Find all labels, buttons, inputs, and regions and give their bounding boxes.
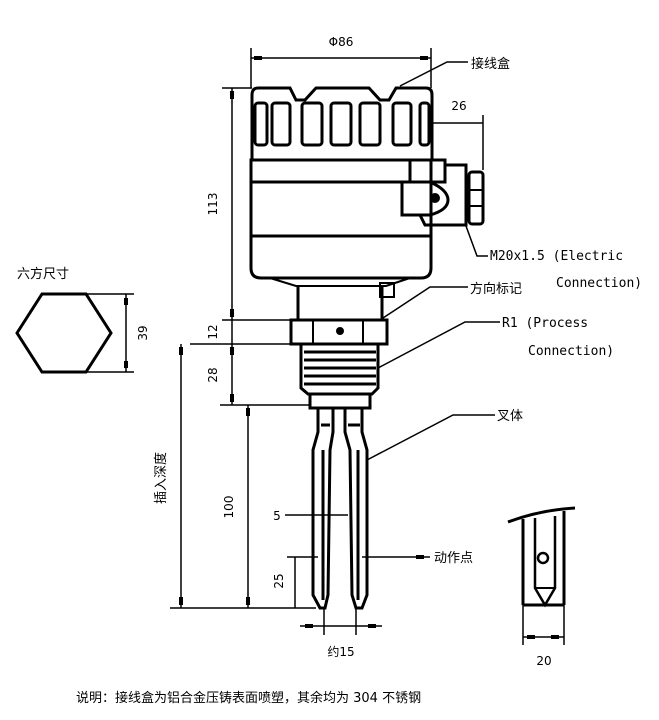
label-direction-mark: 方向标记 xyxy=(470,281,522,297)
label-electric-connection-line2: Connection) xyxy=(556,276,642,291)
cable-gland xyxy=(400,158,485,227)
neck xyxy=(296,282,395,320)
dim-diameter: Φ86 xyxy=(329,35,354,49)
label-junction-box: 接线盒 xyxy=(471,56,510,72)
hex-nut xyxy=(289,318,389,346)
material-note: 说明：接线盒为铝合金压铸表面喷塑，其余均为 304 不锈钢 xyxy=(76,690,421,706)
label-electric-connection-line1: M20x1.5 (Electric xyxy=(490,249,623,264)
side-view-detail xyxy=(507,506,576,645)
label-insertion-depth: 插入深度 xyxy=(153,452,169,504)
dimension-lines xyxy=(170,48,484,635)
label-action-point: 动作点 xyxy=(434,551,473,566)
dim-action-height: 25 xyxy=(272,573,286,588)
label-hex-size: 六方尺寸 xyxy=(17,266,69,282)
label-process-connection-line2: Connection) xyxy=(528,344,614,359)
dim-fork-length: 100 xyxy=(222,496,236,519)
dim-side-offset: 26 xyxy=(451,99,466,113)
leader-lines xyxy=(366,61,500,461)
dim-fork-gap: 约15 xyxy=(327,644,354,659)
dim-hex-across-flats: 39 xyxy=(136,325,150,340)
fork-tines xyxy=(311,408,369,610)
dim-side-view-width: 20 xyxy=(536,654,551,668)
dimension-arrows xyxy=(179,56,428,628)
dim-hex-height: 12 xyxy=(206,324,220,339)
dim-housing-height: 113 xyxy=(206,193,220,216)
label-fork-body: 叉体 xyxy=(497,409,523,424)
housing-body xyxy=(249,158,433,287)
dim-fork-thickness: 5 xyxy=(273,509,281,523)
junction-box-cap xyxy=(250,86,434,162)
label-process-connection-line1: R1 (Process xyxy=(502,316,588,331)
process-thread xyxy=(299,342,380,410)
hex-top-view xyxy=(15,292,134,374)
dim-thread-length: 28 xyxy=(206,367,220,382)
